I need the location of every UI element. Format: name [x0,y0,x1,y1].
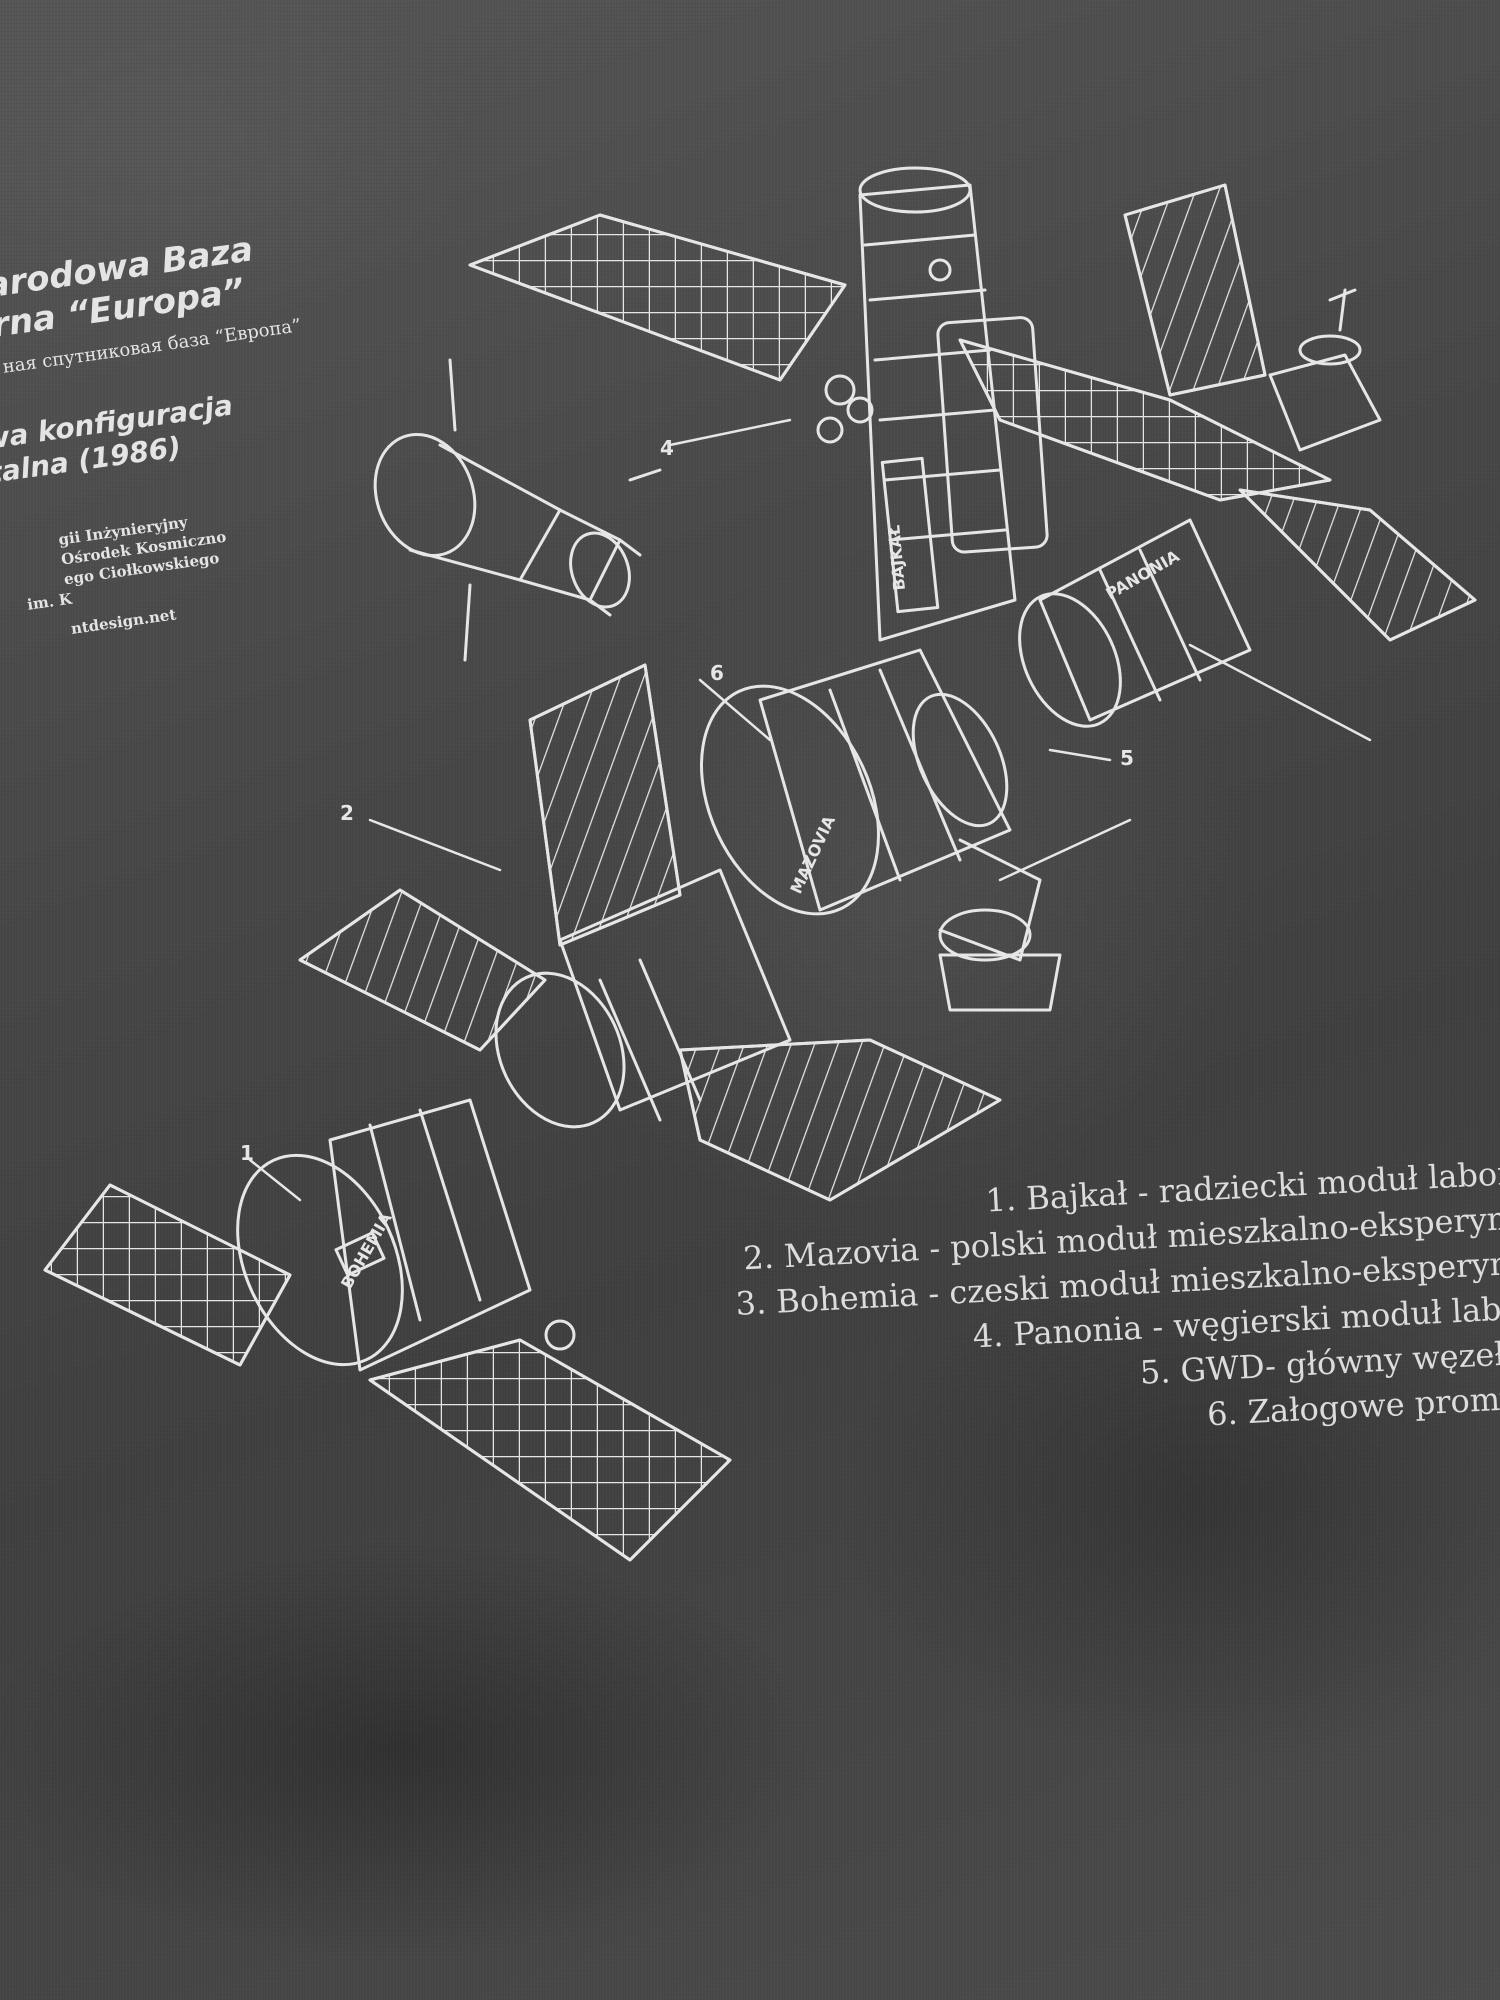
callout-1: 1 [240,1141,254,1165]
callout-5: 5 [1120,746,1134,770]
core-upper-solar-panel [528,663,682,947]
callout-4: 4 [660,436,674,460]
lower-left-solar-panel [43,1183,292,1367]
core-right-solar-panel [678,1038,1002,1202]
right-module-panonia [1018,518,1252,728]
core-left-solar-panel [298,888,547,1052]
upper-left-solar-panel [468,213,847,382]
callout-2: 2 [340,801,354,825]
upper-module-bajkal [816,166,1049,642]
right-small-spacecraft [1268,288,1382,452]
legend-item-6: 6. Załogowe promy t [1206,1378,1500,1434]
upper-left-soyuz-craft [373,358,662,662]
leader-lines [248,418,1372,1202]
right-lower-solar-panel [1238,488,1477,642]
upper-right-solar-panel [958,338,1332,502]
module-legend: 1. Bajkał - radziecki moduł labora 2. Ma… [730,1153,1500,1494]
callout-6: 6 [710,661,724,685]
lower-right-solar-panel [368,1338,732,1562]
module-name-bajkal: BAJKAŁ [884,524,909,591]
connecting-tunnel [494,868,792,1129]
central-module-mazovia [700,648,1062,1012]
far-right-solar-panel [1123,183,1267,397]
